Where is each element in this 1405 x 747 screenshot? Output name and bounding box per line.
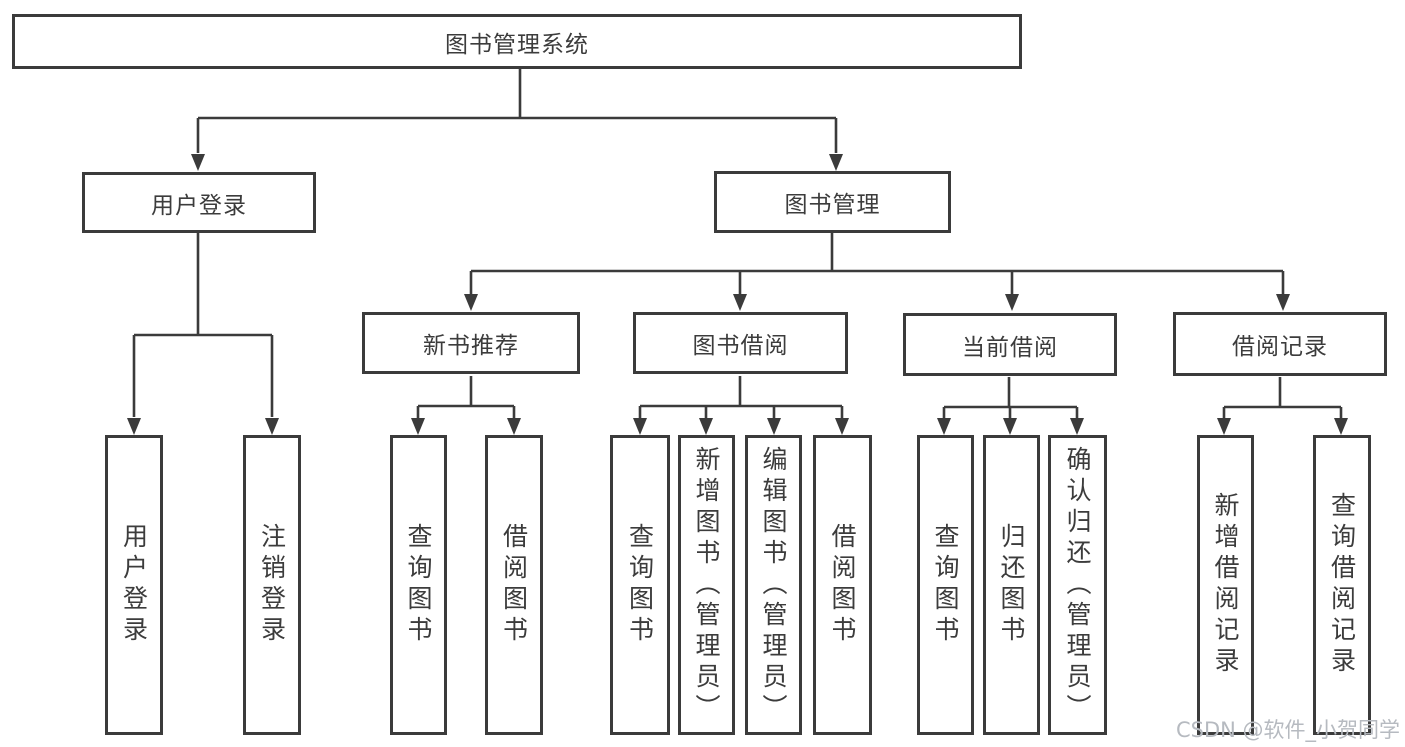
node-library-system: 图书管理系统: [12, 14, 1022, 69]
leaf-logout-login-label: 注销登录: [257, 523, 287, 647]
arrow-down-icon: [464, 294, 478, 311]
node-library-system-label: 图书管理系统: [445, 31, 589, 58]
arrow-down-icon: [127, 418, 141, 435]
arrow-down-icon: [1003, 418, 1017, 435]
node-new-book-recommend: 新书推荐: [362, 312, 580, 374]
leaf-borrow-add-book-admin: 新增图书（管理员）: [678, 435, 735, 735]
arrow-down-icon: [265, 418, 279, 435]
node-current-borrow: 当前借阅: [903, 313, 1117, 376]
arrow-down-icon: [835, 418, 849, 435]
arrow-down-icon: [507, 418, 521, 435]
leaf-current-confirm-return-admin: 确认归还（管理员）: [1048, 435, 1107, 735]
connector-bookborrow-to-leaves: [638, 376, 844, 418]
arrow-down-icon: [1217, 418, 1231, 435]
leaf-borrow-add-book-admin-label: 新增图书（管理员）: [692, 445, 721, 725]
arrow-down-icon: [191, 154, 205, 171]
leaf-current-query-book-label: 查询图书: [931, 523, 960, 647]
arrow-down-icon: [633, 418, 647, 435]
leaf-recommend-query-book-label: 查询图书: [404, 523, 433, 647]
connector-root-to-level2: [196, 68, 838, 153]
leaf-current-query-book: 查询图书: [917, 435, 974, 735]
node-borrow-records-label: 借阅记录: [1232, 334, 1328, 360]
node-user-login-label: 用户登录: [151, 192, 247, 219]
leaf-borrow-edit-book-admin: 编辑图书（管理员）: [745, 435, 802, 735]
node-user-login: 用户登录: [82, 172, 316, 233]
arrow-down-icon: [411, 418, 425, 435]
arrow-down-icon: [829, 154, 843, 171]
leaf-records-add-record: 新增借阅记录: [1197, 435, 1254, 735]
leaf-user-login: 用户登录: [105, 435, 163, 735]
leaf-borrow-query-book: 查询图书: [610, 435, 670, 735]
connector-borrowrecords-to-leaves: [1222, 377, 1343, 418]
node-book-management: 图书管理: [714, 171, 951, 233]
connector-bookmgmt-to-level3: [469, 233, 1285, 294]
leaf-recommend-borrow-book-label: 借阅图书: [499, 523, 529, 647]
arrow-down-icon: [1334, 418, 1348, 435]
arrow-down-icon: [1276, 294, 1290, 311]
node-book-borrow-label: 图书借阅: [692, 333, 789, 359]
leaf-borrow-borrow-book-label: 借阅图书: [828, 523, 857, 647]
node-book-management-label: 图书管理: [784, 192, 881, 218]
connector-newbook-to-leaves: [416, 376, 516, 418]
leaf-logout-login: 注销登录: [243, 435, 301, 735]
leaf-recommend-borrow-book: 借阅图书: [485, 435, 543, 735]
leaf-records-add-record-label: 新增借阅记录: [1211, 492, 1240, 678]
connector-currentborrow-to-leaves: [942, 377, 1079, 418]
arrow-down-icon: [1070, 418, 1084, 435]
leaf-current-return-book: 归还图书: [983, 435, 1040, 735]
leaf-records-query-record-label: 查询借阅记录: [1327, 492, 1357, 678]
arrow-down-icon: [733, 294, 747, 311]
arrow-down-icon: [937, 418, 951, 435]
node-book-borrow: 图书借阅: [633, 312, 848, 374]
leaf-recommend-query-book: 查询图书: [390, 435, 447, 735]
node-current-borrow-label: 当前借阅: [962, 334, 1058, 361]
leaf-user-login-label: 用户登录: [119, 523, 149, 647]
leaf-borrow-edit-book-admin-label: 编辑图书（管理员）: [759, 445, 788, 725]
node-borrow-records: 借阅记录: [1173, 312, 1387, 376]
arrow-down-icon: [699, 418, 713, 435]
arrow-down-icon: [767, 418, 781, 435]
leaf-current-confirm-return-admin-label: 确认归还（管理员）: [1063, 445, 1092, 725]
leaf-current-return-book-label: 归还图书: [997, 523, 1026, 647]
node-new-book-recommend-label: 新书推荐: [423, 333, 519, 359]
leaf-borrow-borrow-book: 借阅图书: [813, 435, 872, 735]
connector-userlogin-to-leaves: [132, 233, 274, 417]
leaf-records-query-record: 查询借阅记录: [1313, 435, 1371, 735]
arrow-down-icon: [1005, 294, 1019, 311]
arrowheads: [127, 154, 1348, 435]
leaf-borrow-query-book-label: 查询图书: [625, 523, 655, 647]
